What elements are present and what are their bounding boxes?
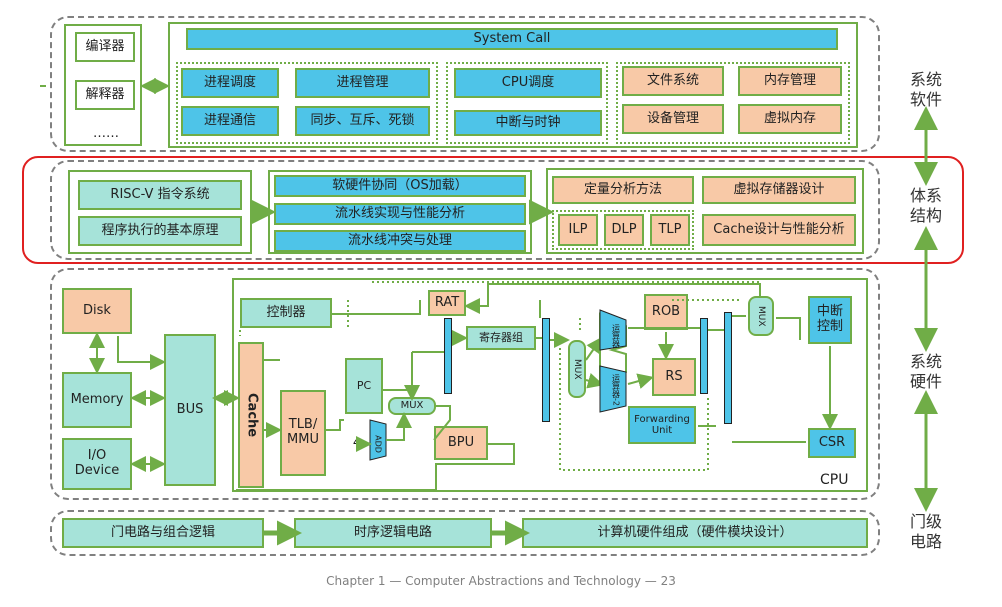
storage-group xyxy=(616,62,850,144)
sequential-logic-box: 时序逻辑电路 xyxy=(294,518,492,548)
forwarding-unit-box: Forwarding Unit xyxy=(628,406,696,444)
ex-mux-label: MUX xyxy=(572,358,583,380)
system-software-label: 系统 软件 xyxy=(909,70,942,109)
alu2-label: 运算器-2 xyxy=(612,374,621,406)
architecture-label: 体系 结构 xyxy=(909,186,942,225)
quantitative-analysis-box: 定量分析方法 xyxy=(552,176,694,204)
alu-shape xyxy=(599,309,627,351)
tlp-box: TLP xyxy=(650,214,690,246)
pipeline-register-1 xyxy=(444,318,452,394)
add-label: ADD xyxy=(374,435,383,453)
cpu-group xyxy=(446,62,608,144)
pipeline-register-3 xyxy=(700,318,708,394)
virtual-memory-box: 虚拟内存 xyxy=(738,104,842,134)
wb-mux-label: MUX xyxy=(756,305,767,327)
footer-text: Chapter 1 — Computer Abstractions and Te… xyxy=(326,574,676,588)
process-management-box: 进程管理 xyxy=(295,68,430,98)
sync-mutex-deadlock-box: 同步、互斥、死锁 xyxy=(295,106,430,136)
process-group xyxy=(176,62,438,144)
memory-management-box: 内存管理 xyxy=(738,66,842,96)
process-scheduling-box: 进程调度 xyxy=(181,68,279,98)
ellipsis-text: …… xyxy=(93,126,119,141)
architecture-layer xyxy=(50,160,880,260)
cache-design-box: Cache设计与性能分析 xyxy=(702,214,856,246)
ex-mux-box: MUX xyxy=(568,340,586,398)
architecture-highlight xyxy=(22,156,964,264)
interrupt-clock-box: 中断与时钟 xyxy=(454,110,602,136)
riscv-isa-box: RISC-V 指令系统 xyxy=(78,180,242,210)
ilp-box: ILP xyxy=(558,214,598,246)
system-hardware-layer xyxy=(50,268,880,500)
interrupt-control-box: 中断 控制 xyxy=(808,296,852,344)
pipeline-hazard-box: 流水线冲突与处理 xyxy=(274,230,526,252)
controller-box: 控制器 xyxy=(240,298,332,328)
process-communication-box: 进程通信 xyxy=(181,106,279,136)
dlp-box: DLP xyxy=(604,214,644,246)
system-hardware-label: 系统 硬件 xyxy=(909,352,942,391)
wb-mux-box: MUX xyxy=(748,296,774,336)
io-device-box: I/O Device xyxy=(62,438,132,490)
tlb-mmu-box: TLB/ MMU xyxy=(280,390,326,476)
gate-circuit-label: 门级 电路 xyxy=(909,512,942,551)
alu2-shape xyxy=(599,365,627,413)
compiler-box: 编译器 xyxy=(75,32,135,62)
alu-label: 运算器 xyxy=(612,324,621,349)
device-management-box: 设备管理 xyxy=(622,104,724,134)
execution-principle-box: 程序执行的基本原理 xyxy=(78,216,242,246)
cpu-scheduling-box: CPU调度 xyxy=(454,68,602,98)
pipeline-register-2 xyxy=(542,318,550,422)
interpreter-box: 解释器 xyxy=(75,80,135,110)
pipeline-register-4 xyxy=(724,312,732,424)
gate-logic-box: 门电路与组合逻辑 xyxy=(62,518,264,548)
system-software-layer xyxy=(50,16,880,152)
cpu-panel xyxy=(232,278,868,492)
hw-composition-box: 计算机硬件组成（硬件模块设计） xyxy=(522,518,868,548)
cpu-label: CPU xyxy=(820,472,849,488)
bpu-box: BPU xyxy=(434,426,488,460)
hw-sw-cooperation-box: 软硬件协同（OS加载） xyxy=(274,175,526,197)
cache-label: Cache xyxy=(244,392,260,438)
cache-box: Cache xyxy=(238,342,264,488)
register-file-box: 寄存器组 xyxy=(466,326,536,350)
pc-box: PC xyxy=(345,358,383,414)
vm-design-box: 虚拟存储器设计 xyxy=(702,176,856,204)
file-system-box: 文件系统 xyxy=(622,66,724,96)
system-call-box: System Call xyxy=(186,28,838,50)
parallelism-group xyxy=(552,210,694,250)
bus-box: BUS xyxy=(164,334,216,486)
disk-box: Disk xyxy=(62,288,132,334)
gate-circuit-layer xyxy=(50,510,880,556)
csr-box: CSR xyxy=(808,428,856,458)
